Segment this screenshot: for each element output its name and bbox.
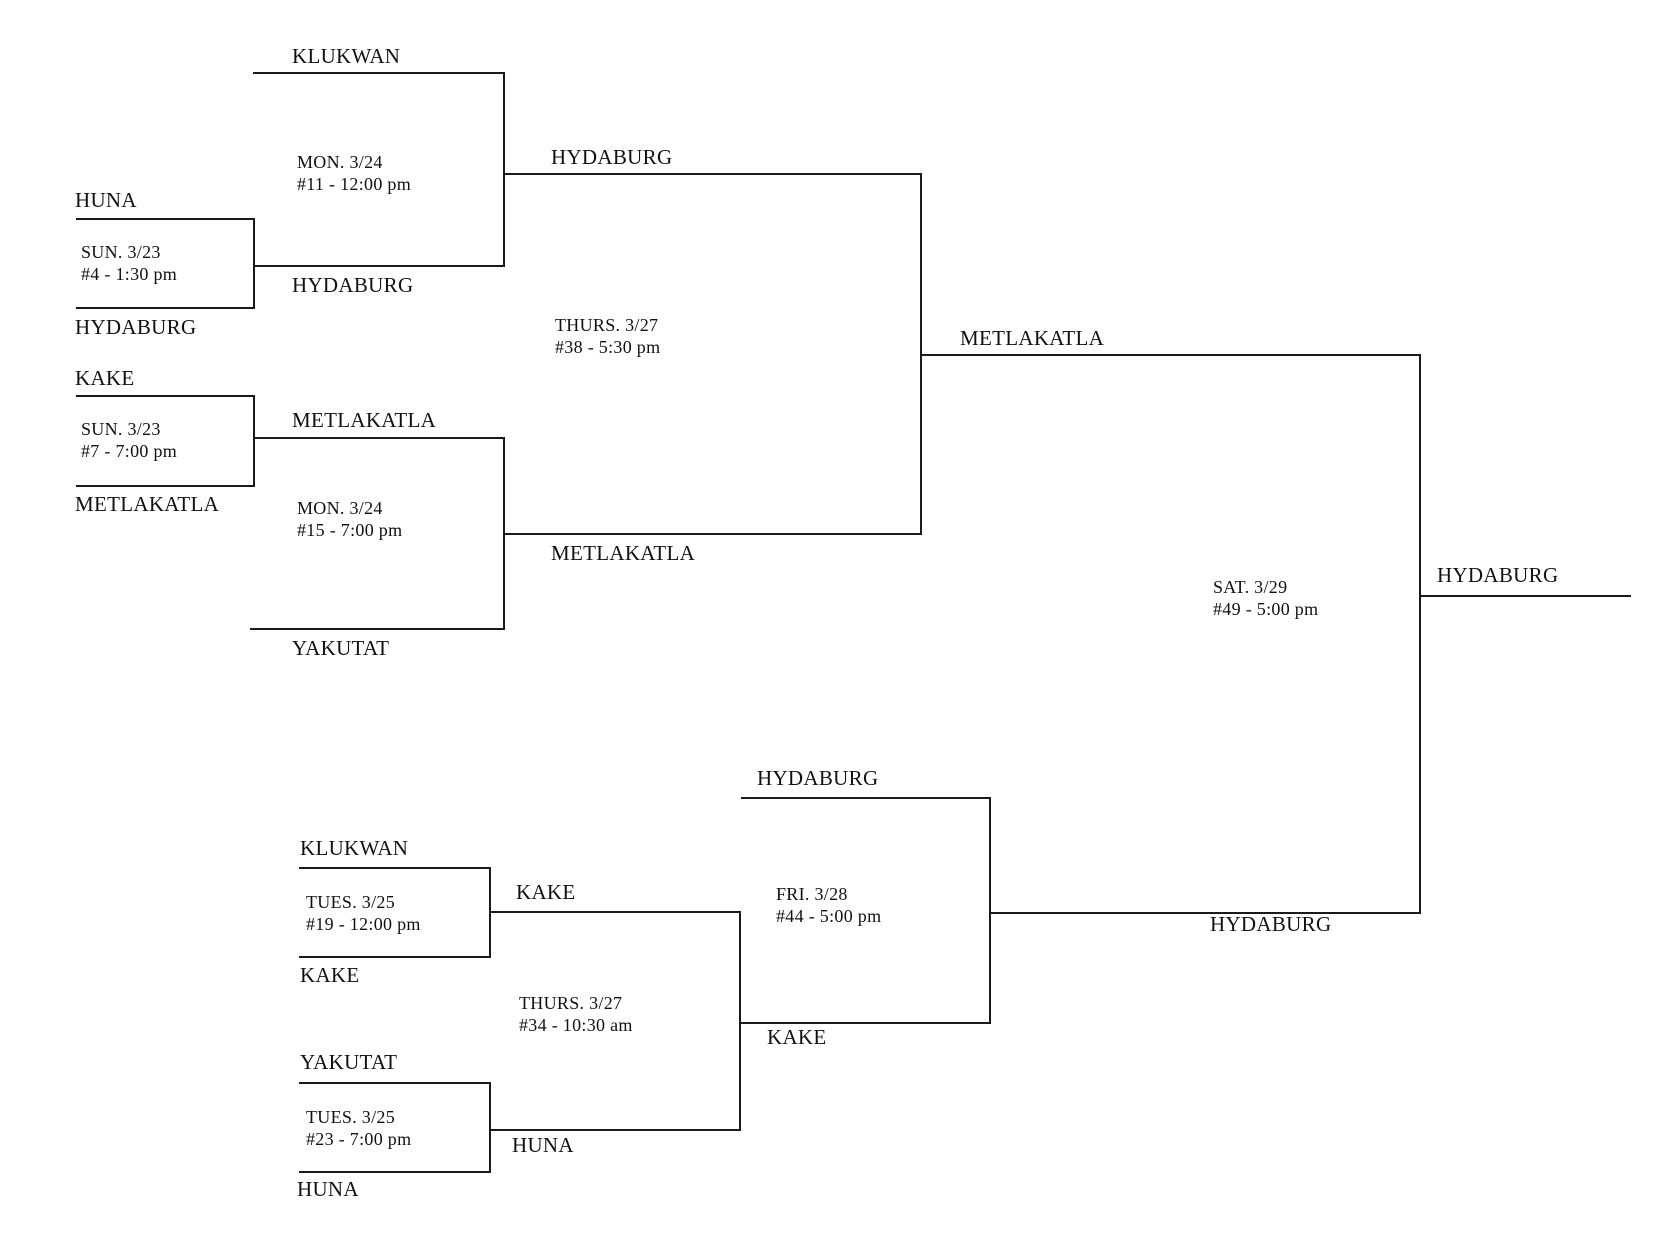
team-label: METLAKATLA	[75, 492, 220, 516]
team-label: HUNA	[512, 1133, 574, 1157]
game-info: SAT. 3/29 #49 - 5:00 pm	[1213, 576, 1318, 620]
game-number-time: #4 - 1:30 pm	[81, 264, 178, 284]
team-label: KLUKWAN	[300, 836, 409, 860]
team-label: KAKE	[300, 963, 360, 987]
team-label: METLAKATLA	[292, 408, 437, 432]
team-label: YAKUTAT	[292, 636, 390, 660]
game-info: TUES. 3/25 #23 - 7:00 pm	[306, 1106, 411, 1150]
team-label: HYDABURG	[551, 145, 673, 169]
game-date: MON. 3/24	[297, 152, 383, 172]
team-label: KAKE	[75, 366, 135, 390]
team-label: HYDABURG	[292, 273, 414, 297]
team-label: METLAKATLA	[960, 326, 1105, 350]
game-date: THURS. 3/27	[555, 315, 659, 335]
team-label: YAKUTAT	[300, 1050, 398, 1074]
game-number-time: #34 - 10:30 am	[519, 1015, 633, 1035]
game-info: THURS. 3/27 #34 - 10:30 am	[519, 992, 633, 1036]
game-number-time: #15 - 7:00 pm	[297, 520, 403, 540]
game-date: TUES. 3/25	[306, 892, 396, 912]
game-date: FRI. 3/28	[776, 884, 848, 904]
game-number-time: #23 - 7:00 pm	[306, 1129, 412, 1149]
game-number-time: #38 - 5:30 pm	[555, 337, 661, 357]
game-info: MON. 3/24 #11 - 12:00 pm	[297, 151, 411, 195]
team-label: HUNA	[75, 188, 137, 212]
game-date: MON. 3/24	[297, 498, 383, 518]
game-info: SUN. 3/23 #7 - 7:00 pm	[81, 418, 177, 462]
game-info: SUN. 3/23 #4 - 1:30 pm	[81, 241, 177, 285]
team-label: HYDABURG	[75, 315, 197, 339]
game-info: FRI. 3/28 #44 - 5:00 pm	[776, 883, 881, 927]
team-label: KLUKWAN	[292, 44, 401, 68]
team-label: HUNA	[297, 1177, 359, 1201]
team-label: KAKE	[516, 880, 576, 904]
team-label: HYDABURG	[1210, 912, 1332, 936]
game-info: THURS. 3/27 #38 - 5:30 pm	[555, 314, 660, 358]
game-info: MON. 3/24 #15 - 7:00 pm	[297, 497, 402, 541]
team-label: HYDABURG	[757, 766, 879, 790]
game-info: TUES. 3/25 #19 - 12:00 pm	[306, 891, 421, 935]
game-date: SAT. 3/29	[1213, 577, 1288, 597]
game-date: SUN. 3/23	[81, 419, 161, 439]
champion-label: HYDABURG	[1437, 563, 1559, 587]
game-date: THURS. 3/27	[519, 993, 623, 1013]
game-date: SUN. 3/23	[81, 242, 161, 262]
game-date: TUES. 3/25	[306, 1107, 396, 1127]
team-label: METLAKATLA	[551, 541, 696, 565]
game-number-time: #7 - 7:00 pm	[81, 441, 178, 461]
team-label: KAKE	[767, 1025, 827, 1049]
game-number-time: #11 - 12:00 pm	[297, 174, 412, 194]
game-number-time: #49 - 5:00 pm	[1213, 599, 1319, 619]
game-number-time: #44 - 5:00 pm	[776, 906, 882, 926]
game-number-time: #19 - 12:00 pm	[306, 914, 421, 934]
